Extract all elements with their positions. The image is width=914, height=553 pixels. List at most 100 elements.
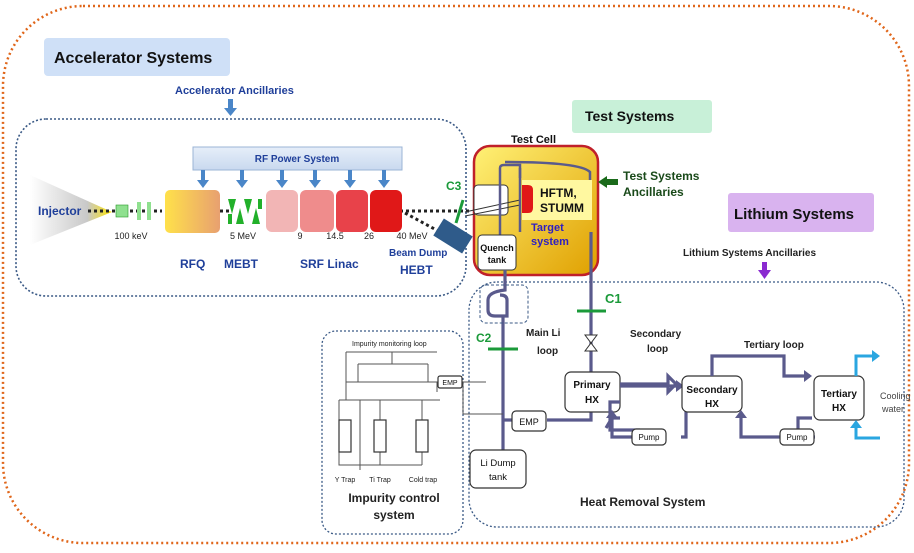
lebt-element-3: [147, 202, 151, 220]
rf-arrow-2: [236, 170, 248, 188]
rf-arrows: [197, 170, 390, 188]
cooling-in-arrow: [850, 420, 862, 428]
lithium-ancillaries-arrow: [758, 262, 771, 279]
primary-hx: [564, 371, 621, 413]
target-label-1: Target: [531, 222, 564, 234]
primary-hx-label-1: Primary: [573, 380, 611, 391]
injector-cone-icon: [30, 175, 112, 245]
accelerator-title-box: [44, 38, 230, 76]
rf-power-label: RF Power System: [255, 154, 340, 165]
lithium-title-box: [728, 193, 874, 232]
c3-label: C3: [446, 179, 462, 193]
cold-trap: [415, 419, 429, 453]
outer-border: [1, 4, 911, 545]
secondary-pump-label: Pump: [639, 433, 660, 442]
rfq-label: RFQ: [180, 257, 205, 271]
hebt-label: HEBT: [400, 263, 433, 277]
srf-linac-label: SRF Linac: [300, 257, 359, 271]
c3-marker: [454, 199, 465, 224]
c2-label: C2: [476, 331, 492, 345]
tertiary-loop-label: Tertiary loop: [744, 340, 804, 351]
energy-label-2: 5 MeV: [230, 231, 256, 241]
lithium-ancillaries: Lithium Systems Ancillaries: [683, 248, 816, 259]
beam-line-to-target: [464, 199, 521, 213]
li-dump-label-1: Li Dump: [480, 458, 515, 469]
tertiary-pump: [779, 428, 815, 446]
li-dump-label-2: tank: [489, 472, 507, 483]
secondary-flow-arrow: [676, 380, 684, 392]
secondary-pump: [631, 428, 667, 446]
beam-dump-line: [404, 211, 441, 234]
secondary-hx-label-1: Secondary: [686, 385, 738, 396]
test-ancillaries-2: Ancillaries: [623, 185, 684, 199]
primary-hx-label-2: HX: [585, 395, 599, 406]
cooling-label-2: water: [881, 404, 904, 414]
rf-arrow-1: [197, 170, 209, 188]
hftm-label-2: STUMM: [540, 201, 584, 215]
energy-label-1: 100 keV: [114, 231, 147, 241]
energy-label-5: 26: [364, 231, 374, 241]
cooling-out-arrow: [872, 350, 880, 362]
cooling-water-out: [854, 354, 874, 376]
accelerator-title: Accelerator Systems: [54, 50, 212, 67]
main-loop-label-1: Main Li: [526, 328, 561, 339]
tertiary-hx-label-2: HX: [832, 403, 846, 414]
lebt-element-1: [115, 204, 129, 218]
c1-label: C1: [605, 291, 622, 306]
heat-removal-label: Heat Removal System: [580, 495, 705, 509]
impurity-region: [321, 330, 464, 535]
quench-tank: [477, 234, 517, 271]
test-ancillaries-1: Test Systems: [623, 169, 700, 183]
impurity-emp: [437, 375, 463, 389]
quench-label-1: Quench: [480, 243, 514, 253]
rf-arrow-3: [276, 170, 288, 188]
cold-trap-label: Cold trap: [409, 477, 438, 484]
impurity-title-1: Impurity control: [348, 491, 439, 505]
cooling-water-in: [854, 422, 880, 440]
y-trap: [338, 419, 352, 453]
quench-label-2: tank: [488, 255, 508, 265]
li-dump-tank: [469, 449, 527, 489]
main-emp: [511, 410, 547, 432]
rf-arrow-5: [344, 170, 356, 188]
lithium-title: Lithium Systems: [734, 206, 854, 223]
mebt-label: MEBT: [224, 257, 259, 271]
test-cell-pipe-right: [504, 160, 592, 185]
mebt-elements: [228, 199, 262, 224]
beam-dump-label: Beam Dump: [389, 248, 447, 259]
tertiary-hx: [813, 375, 865, 421]
cryomodule-3: [336, 190, 368, 232]
energy-label-4: 14.5: [326, 231, 344, 241]
beam-dump-block: [433, 218, 473, 254]
secondary-hx-label-2: HX: [705, 399, 719, 410]
main-loop-label-2: loop: [537, 346, 558, 357]
target-backplate: [522, 185, 533, 213]
rf-arrow-6: [378, 170, 390, 188]
lebt-element-2: [137, 202, 141, 220]
hftm-box: [522, 180, 592, 220]
tertiary-loop-pipe: [710, 354, 810, 378]
tertiary-hx-label-1: Tertiary: [821, 389, 857, 400]
ti-trap-label: Ti Trap: [369, 477, 391, 484]
ti-trap: [373, 419, 387, 453]
y-trap-label: Y Trap: [335, 477, 356, 484]
injector-label: Injector: [38, 204, 82, 218]
accelerator-region: [15, 118, 467, 297]
accelerator-ancillaries-arrow: [224, 99, 237, 116]
hftm-label-1: HFTM,: [540, 186, 577, 200]
cryomodule-4: [370, 190, 402, 232]
rf-arrow-4: [309, 170, 321, 188]
impurity-title-2: system: [373, 508, 414, 522]
energy-label-3: 9: [297, 231, 302, 241]
tertiary-pump-label: Pump: [787, 433, 808, 442]
main-loop-pipe-left: [486, 270, 509, 445]
beam-line-to-target-2: [464, 204, 521, 217]
rfq-cavity: [165, 190, 220, 233]
secondary-loop-label-1: Secondary: [630, 329, 682, 340]
test-title-box: [572, 100, 712, 133]
main-emp-label: EMP: [519, 417, 539, 427]
tertiary-return-arrow: [735, 410, 747, 418]
heat-removal-region: [468, 281, 905, 528]
